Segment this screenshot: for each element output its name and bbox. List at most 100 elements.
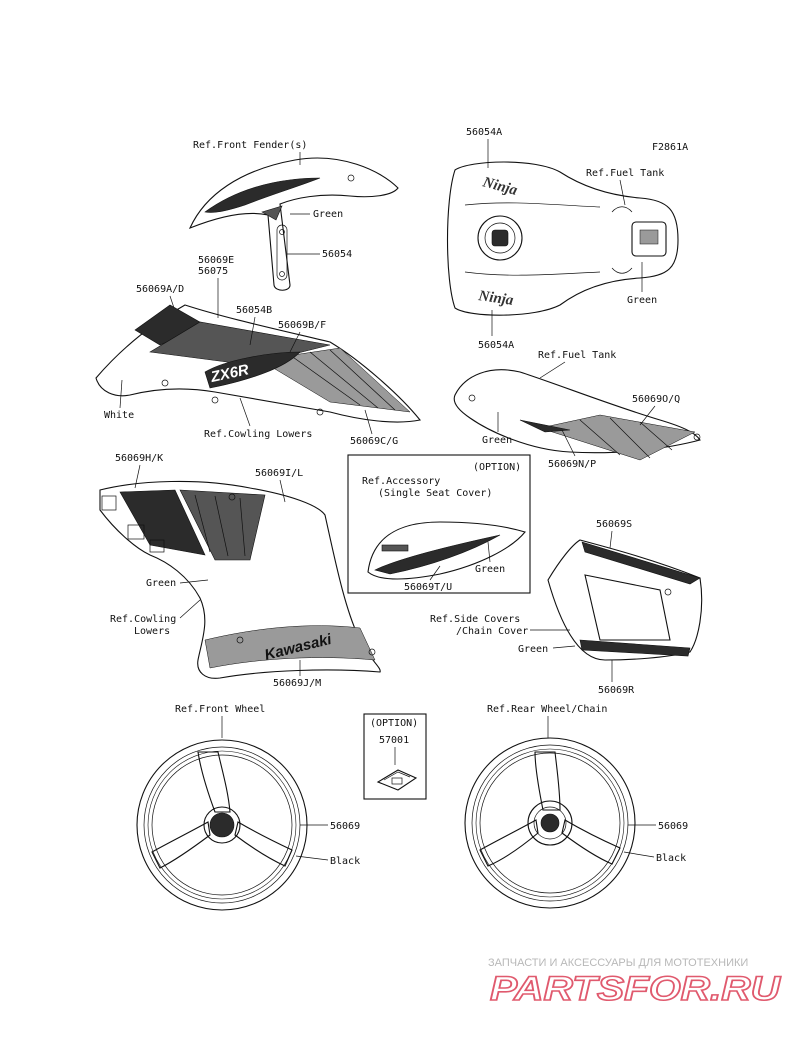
ninja-decal-top: Ninja xyxy=(480,174,519,199)
rear-wheel-spoke xyxy=(561,819,621,865)
fender-green-mark xyxy=(261,205,283,221)
rear-wheel-group: Ref.Rear Wheel/Chain 56069 Black xyxy=(464,704,688,909)
label-black-front: Black xyxy=(330,856,360,867)
rear-wheel-spoke xyxy=(534,751,561,811)
label-56069t-u: 56069T/U xyxy=(404,582,452,593)
label-56054b: 56054B xyxy=(236,305,272,316)
cowl-side-decal-56069j xyxy=(204,625,376,669)
label-56054: 56054 xyxy=(322,249,352,260)
label-ref-fuel-tank-1: Ref.Fuel Tank xyxy=(586,168,664,179)
label-chain-cover: /Chain Cover xyxy=(456,626,528,637)
label-56069b-f: 56069B/F xyxy=(278,320,326,331)
front-wheel-spoke xyxy=(151,821,211,869)
front-wheel-spoke xyxy=(234,821,293,867)
fuel-tank-top-group: 56054A Ninja Ninja Ref.Fuel Tank Green 5… xyxy=(446,127,679,351)
label-green-side-tank: Green xyxy=(482,435,512,446)
label-56069i-l: 56069I/L xyxy=(255,468,303,479)
label-56069r: 56069R xyxy=(598,685,635,696)
label-56054a-bottom: 56054A xyxy=(478,340,514,351)
cowl-mount-bracket xyxy=(149,539,165,553)
tool-57001-edge xyxy=(383,771,411,781)
cowl-side-bolt xyxy=(368,648,376,656)
rear-wheel-spoke xyxy=(479,819,539,867)
option-seat-cover-group: (OPTION) Ref.Accessory (Single Seat Cove… xyxy=(347,454,531,594)
seat-cover-decal xyxy=(374,534,501,575)
side-tank-group: Ref.Fuel Tank 56069O/Q Green 56069N/P xyxy=(453,350,701,470)
side-tank-decal-56069n xyxy=(519,419,571,433)
fender-sticker-56054 xyxy=(276,224,288,281)
leader-green-cowl xyxy=(179,579,209,584)
side-tank-bolt xyxy=(693,433,701,441)
leader-56054b xyxy=(249,316,256,346)
cowl-side-bolt xyxy=(236,636,244,644)
leader-56069c-g xyxy=(364,409,373,435)
side-tank-stripe xyxy=(579,419,621,456)
fender-bolt xyxy=(347,174,355,182)
cowl-stripe xyxy=(329,349,396,411)
leader-56069h-k xyxy=(134,464,141,489)
label-green-fender: Green xyxy=(313,209,343,220)
fender-stripe-decal xyxy=(204,177,321,213)
leader-green-side-cover xyxy=(552,645,576,649)
cowl-side-stripe xyxy=(239,497,246,557)
fuel-cap-center xyxy=(491,229,509,247)
leader-white xyxy=(119,379,123,409)
zx6r-decal-plate xyxy=(204,351,301,389)
side-tank-decal-56069o xyxy=(539,414,696,461)
label-option-2: (OPTION) xyxy=(370,718,418,729)
label-56069-rear: 56069 xyxy=(658,821,688,832)
front-wheel-spoke xyxy=(197,751,231,813)
tank-filler-window xyxy=(639,229,659,245)
watermark: ЗАПЧАСТИ И АКСЕССУАРЫ ДЛЯ МОТОТЕХНИКИ PA… xyxy=(488,957,783,1009)
option-57001-group: (OPTION) 57001 xyxy=(363,713,427,800)
label-56054a-top: 56054A xyxy=(466,127,502,138)
fender-sticker-dot xyxy=(279,271,285,277)
tail-cowl-outline xyxy=(547,539,703,661)
cowl-bolt xyxy=(211,396,219,404)
label-56069a-d: 56069A/D xyxy=(136,284,184,295)
fuel-cap-inner xyxy=(484,222,516,254)
tail-decal-56069s xyxy=(581,541,701,585)
label-ref-rear-wheel: Ref.Rear Wheel/Chain xyxy=(487,704,607,715)
tank-filler-plate xyxy=(631,221,667,257)
rear-wheel-hub-center xyxy=(540,813,560,833)
leader-ref-fuel-tank-2 xyxy=(539,361,566,379)
front-fender-group: Ref.Front Fender(s) Green 56054 xyxy=(188,140,399,291)
label-green-cowl: Green xyxy=(146,578,176,589)
fender-sticker-dot xyxy=(279,229,285,235)
side-tank-bolt xyxy=(468,394,476,402)
tool-57001-slot xyxy=(391,777,403,785)
option-box-seat-cover xyxy=(347,454,531,594)
leader-56069b-f xyxy=(289,331,301,353)
leader-56069t-u xyxy=(429,565,441,581)
ninja-decal-bottom: Ninja xyxy=(476,288,514,309)
leader-56069s xyxy=(609,530,613,549)
option-box-57001 xyxy=(363,713,427,800)
leader-black-rear xyxy=(623,851,655,858)
fuel-cap-outer xyxy=(477,215,523,261)
label-56069h-k: 56069H/K xyxy=(115,453,163,464)
label-single-seat-cover: (Single Seat Cover) xyxy=(378,488,492,499)
tank-contour-line xyxy=(464,271,601,276)
front-wheel-hub xyxy=(203,806,241,844)
front-wheel-group: Ref.Front Wheel 56069 Black xyxy=(136,704,360,911)
cowl-decal-56069c xyxy=(259,347,411,413)
diagram-code: F2861A xyxy=(652,142,688,153)
fuel-tank-outline xyxy=(446,161,679,316)
label-56069-front: 56069 xyxy=(330,821,360,832)
tail-cowl-opening xyxy=(584,574,671,641)
cowl-bolt xyxy=(161,379,169,387)
label-ref-accessory: Ref.Accessory xyxy=(362,476,440,487)
label-black-rear: Black xyxy=(656,853,686,864)
leader-ref-cowling-lowers-2 xyxy=(179,599,201,619)
middle-cowl-outline xyxy=(99,480,381,679)
label-ref-side-covers: Ref.Side Covers xyxy=(430,614,520,625)
label-ref-cowling-lowers-1: Ref.Cowling Lowers xyxy=(204,429,312,440)
tail-bolt xyxy=(664,588,672,596)
leader-green-seat xyxy=(487,541,491,563)
cowl-side-decal-56069h xyxy=(119,489,206,556)
rear-wheel-rim-outer xyxy=(471,744,629,902)
leader-ref-fuel-tank-1 xyxy=(619,179,626,206)
label-56069n-p: 56069N/P xyxy=(548,459,596,470)
